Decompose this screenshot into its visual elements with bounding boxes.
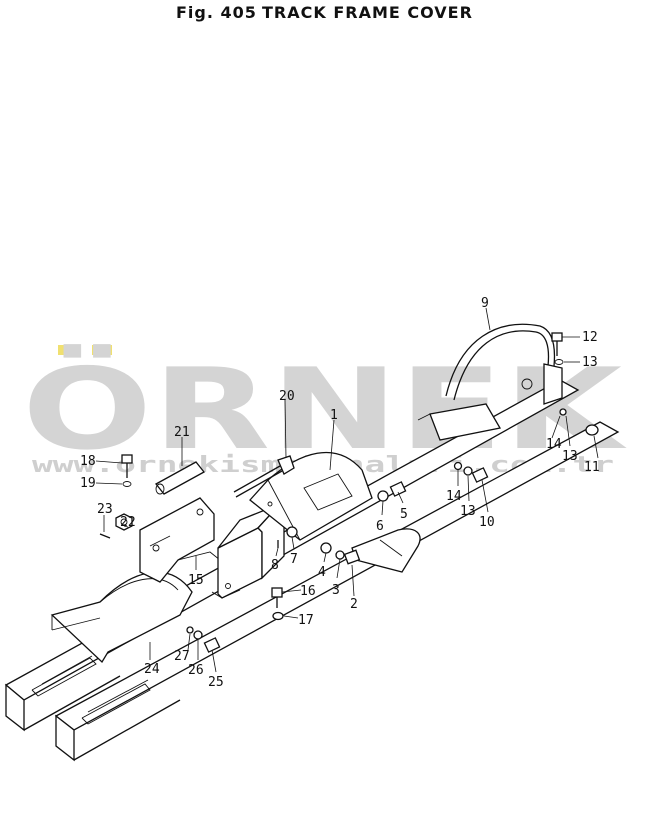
callout-25: 25: [208, 675, 224, 690]
callout-27: 27: [174, 649, 190, 664]
callout-24: 24: [144, 662, 160, 677]
callout-14-lower: 14: [446, 489, 462, 504]
callout-7: 7: [290, 552, 298, 567]
callout-2: 2: [350, 597, 358, 612]
figure-header: Fig. 405 TRACK FRAME COVER: [0, 0, 647, 26]
callout-11: 11: [584, 460, 600, 475]
watermark-umlaut-dot-left: [58, 345, 78, 355]
callout-10: 10: [479, 515, 495, 530]
callout-16: 16: [300, 584, 316, 599]
callout-3: 3: [332, 583, 340, 598]
hardware: [99, 332, 599, 653]
callout-1: 1: [330, 408, 338, 423]
callout-5: 5: [400, 507, 408, 522]
callout-22: 22: [120, 515, 136, 530]
callout-13-middle: 13: [562, 449, 578, 464]
callout-15: 15: [188, 573, 204, 588]
callout-9: 9: [481, 296, 489, 311]
watermark-umlaut-dot-right: [92, 345, 112, 355]
callout-6: 6: [376, 519, 384, 534]
callout-21: 21: [174, 425, 190, 440]
callout-14-upper: 14: [546, 437, 562, 452]
callout-26: 26: [188, 663, 204, 678]
figure-title: TRACK FRAME COVER: [262, 3, 473, 22]
callout-17: 17: [298, 613, 314, 628]
pin: [155, 461, 205, 495]
front-cover: [417, 403, 502, 441]
callout-13-lower: 13: [460, 504, 476, 519]
main-cover: [249, 452, 373, 541]
callout-19: 19: [80, 476, 96, 491]
callout-12: 12: [582, 330, 598, 345]
figure-number: Fig. 405: [176, 3, 257, 22]
callout-18: 18: [80, 454, 96, 469]
callout-13-top: 13: [582, 355, 598, 370]
leader-lines: [95, 307, 599, 673]
side-guard: [351, 528, 421, 573]
mount-box: [211, 503, 285, 599]
callout-20: 20: [279, 389, 295, 404]
callout-labels: 1 2 3 4 5 6 7 8 9 10 11 12 13 13 13 14 1…: [80, 296, 600, 690]
callout-8: 8: [271, 558, 279, 573]
callout-23: 23: [97, 502, 113, 517]
callout-4: 4: [318, 565, 326, 580]
loop-bracket: [445, 323, 563, 405]
